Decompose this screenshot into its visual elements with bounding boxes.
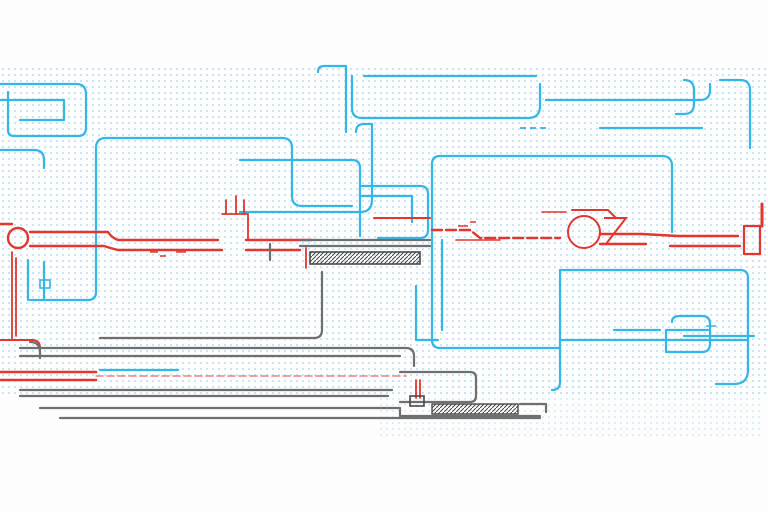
z-mark xyxy=(603,217,629,245)
red-circuit-traces xyxy=(0,195,764,399)
blue-circuit-traces xyxy=(0,64,756,392)
dot-grid-field xyxy=(0,66,768,440)
connector-marks xyxy=(39,127,716,407)
grey-pipe-work xyxy=(18,238,548,420)
